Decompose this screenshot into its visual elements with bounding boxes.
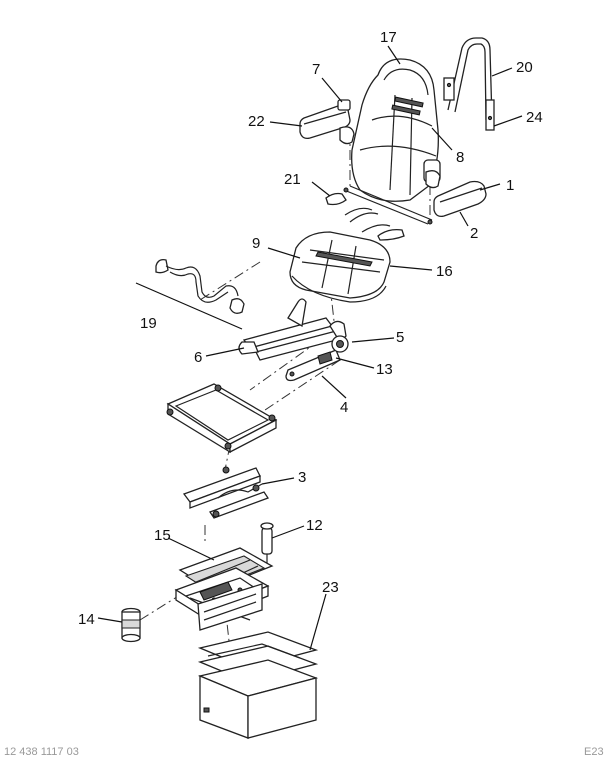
callout-17: 20 [516, 59, 533, 76]
callout-4: 4 [340, 399, 348, 416]
callout-14: 16 [436, 263, 453, 280]
part-20-air-canister [121, 607, 141, 643]
callout-22: 22 [248, 113, 265, 130]
part-9-seat-cushion [289, 231, 391, 303]
callout-3: 3 [298, 469, 306, 486]
callout-8: 8 [456, 149, 464, 166]
callout-21: 21 [284, 171, 301, 188]
callout-23: 23 [322, 579, 339, 596]
page-reference: E23 [584, 746, 604, 758]
part-17-grab-handle [443, 37, 495, 131]
suspension-top-plate [166, 383, 278, 454]
callout-5: 5 [396, 329, 404, 346]
part-21-hinge-rods [325, 185, 433, 241]
part-3-slide-rails [182, 466, 269, 519]
part-23-bellows-cover [197, 631, 319, 739]
callout-2: 2 [470, 225, 478, 242]
callout-9: 9 [252, 235, 260, 252]
callout-16: 15 [154, 527, 171, 544]
suspension-base-plate [197, 583, 263, 631]
callout-12: 12 [306, 517, 323, 534]
callout-24: 24 [526, 109, 543, 126]
callout-7: 7 [312, 61, 320, 78]
callout-1: 1 [506, 177, 514, 194]
callout-6: 6 [194, 349, 202, 366]
part-19-support-rod [135, 258, 245, 330]
callout-19: 19 [140, 315, 157, 332]
part-1-right-armrest [425, 170, 487, 218]
part-22-left-armrest [299, 99, 355, 145]
callout-13: 13 [376, 361, 393, 378]
callout-15: 17 [380, 29, 397, 46]
callout-leaders [97, 45, 523, 651]
callout-labels: 17 7 20 22 24 8 1 21 2 9 16 19 5 6 13 4 … [78, 29, 543, 628]
drawing-number: 12 438 1117 03 [4, 746, 79, 758]
part-6-slide-frame [238, 298, 349, 382]
callout-20: 14 [78, 611, 95, 628]
part-12-shock-absorber [260, 522, 274, 566]
